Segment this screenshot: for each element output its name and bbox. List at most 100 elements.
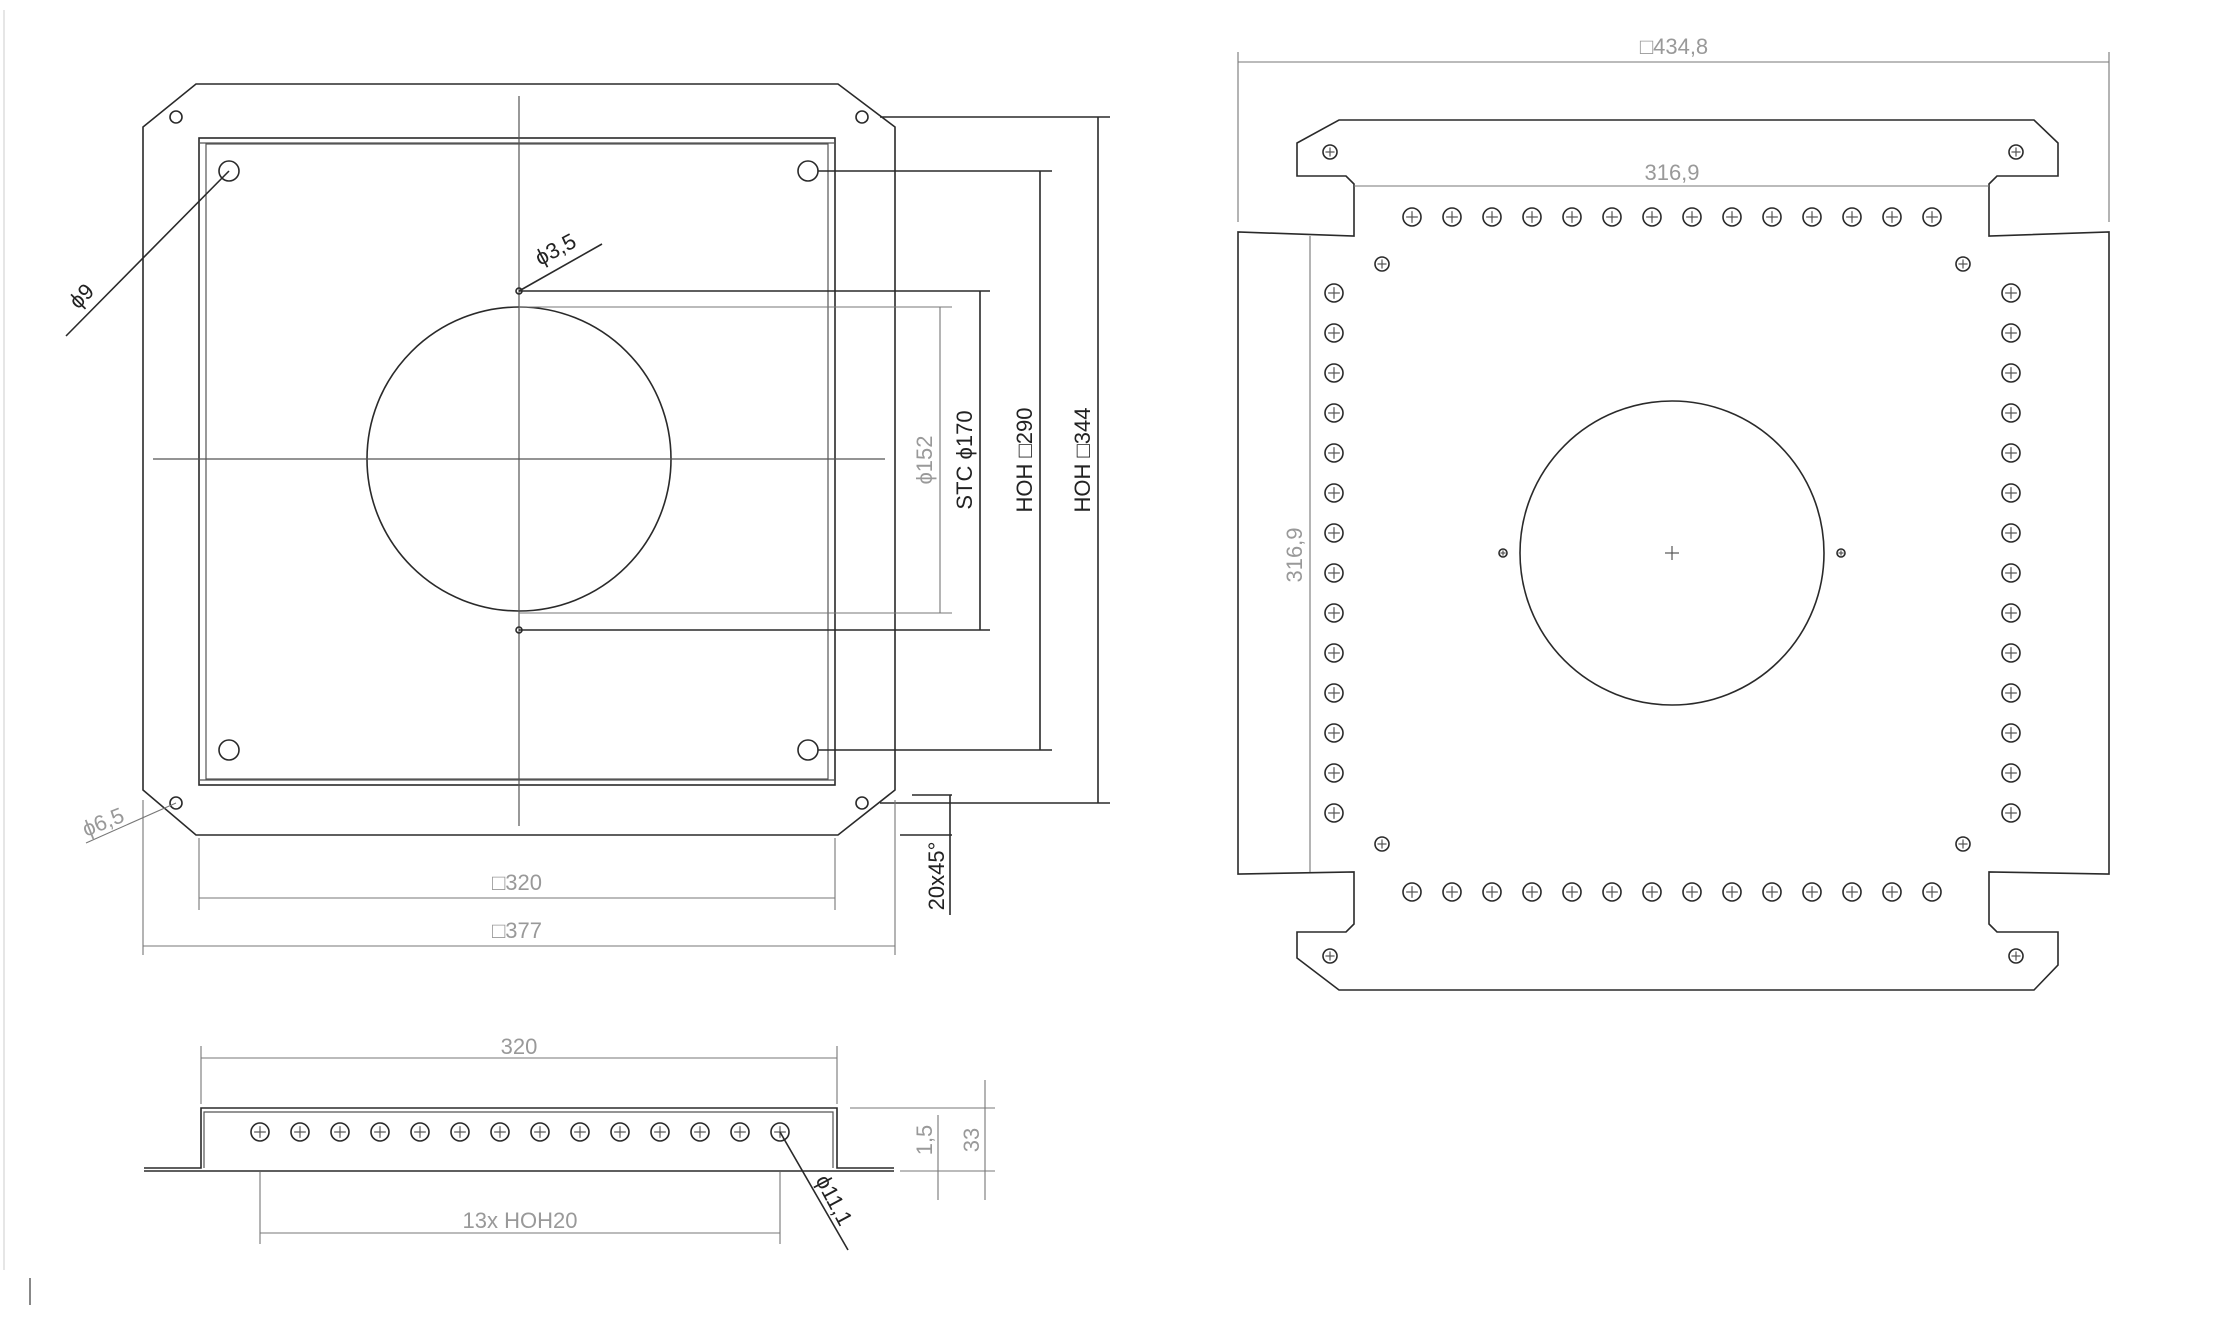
- chamfer-label: 20x45°: [924, 842, 949, 911]
- hoh344-label: HOH □344: [1070, 408, 1095, 513]
- flat-hole-right: [2001, 443, 2021, 463]
- flat-hole-top: [1882, 207, 1902, 227]
- side-hole: [370, 1122, 390, 1142]
- flat-hole-right: [2001, 803, 2021, 823]
- flat-hole-right: [2001, 523, 2021, 543]
- corner-hole-bl: [169, 796, 183, 810]
- flat-pattern-view: □434,8 316,9 316,9: [1237, 34, 2110, 991]
- side-hole-row: [250, 1122, 790, 1142]
- hoh20-label: 13x HOH20: [463, 1208, 578, 1233]
- side-profile-outer: [144, 1107, 894, 1169]
- flat-hole-bottom: [1882, 882, 1902, 902]
- side-hole: [490, 1122, 510, 1142]
- thickness-label: 1,5: [912, 1125, 937, 1156]
- flat-center-opening: [1519, 400, 1825, 706]
- flat-hole-top: [1402, 207, 1422, 227]
- flat-hole-top: [1482, 207, 1502, 227]
- mounting-hole-bl: [218, 739, 240, 761]
- flat-hole-right: [2001, 563, 2021, 583]
- flat-hole-top: [1602, 207, 1622, 227]
- flat-hole-left: [1324, 363, 1344, 383]
- flat-hole-left: [1324, 683, 1344, 703]
- flat-hole-right: [2001, 363, 2021, 383]
- front-outer-flange: [142, 83, 896, 836]
- inner-h-label: 316,9: [1644, 160, 1699, 185]
- mounting-hole-tl: [218, 160, 240, 182]
- flat-mounting-hole: [2008, 144, 2024, 160]
- corner-hole-br: [855, 796, 869, 810]
- flat-hole-left: [1324, 763, 1344, 783]
- flat-hole-top: [1682, 207, 1702, 227]
- side-hole: [530, 1122, 550, 1142]
- flat-hole-bottom: [1522, 882, 1542, 902]
- flat-center-cross: [1665, 546, 1679, 560]
- flat-hole-bottom: [1402, 882, 1422, 902]
- phi35-label: ϕ3,5: [531, 228, 581, 270]
- flat-hole-right: [2001, 323, 2021, 343]
- flat-hole-right: [2001, 403, 2021, 423]
- side-hole: [610, 1122, 630, 1142]
- flat-hole-bottom: [1602, 882, 1622, 902]
- front-inner-fold: [205, 143, 829, 780]
- flat-outline: [1237, 119, 2110, 991]
- phi65-leader: [85, 802, 177, 844]
- phi35-leader: [518, 243, 603, 292]
- flat-hole-left: [1324, 563, 1344, 583]
- flat-hole-left: [1324, 603, 1344, 623]
- flat-hole-top: [1762, 207, 1782, 227]
- hoh290-label: HOH □290: [1012, 408, 1037, 513]
- side-hole: [730, 1122, 750, 1142]
- flat-hole-top: [1802, 207, 1822, 227]
- side-hole: [410, 1122, 430, 1142]
- flat-hole-right: [2001, 723, 2021, 743]
- flat-hole-top: [1562, 207, 1582, 227]
- flat-hole-bottom: [1482, 882, 1502, 902]
- side-hole: [690, 1122, 710, 1142]
- flat-hole-bottom: [1802, 882, 1822, 902]
- hole11-leader: [779, 1131, 849, 1251]
- side-hole: [450, 1122, 470, 1142]
- side-hole: [330, 1122, 350, 1142]
- flat-hole-top: [1522, 207, 1542, 227]
- inner-v-label: 316,9: [1282, 527, 1307, 582]
- side-hole: [570, 1122, 590, 1142]
- mounting-hole-br: [797, 739, 819, 761]
- flat-hole-top: [1922, 207, 1942, 227]
- flat-hole-rows: [1322, 144, 2024, 964]
- flat-mounting-hole: [1955, 836, 1971, 852]
- flat-mounting-hole: [1322, 948, 1338, 964]
- flat-mounting-hole: [1374, 256, 1390, 272]
- flat-hole-left: [1324, 803, 1344, 823]
- flat-hole-bottom: [1682, 882, 1702, 902]
- d152-label: ϕ152: [912, 435, 937, 484]
- flat-hole-top: [1642, 207, 1662, 227]
- side-hole: [650, 1122, 670, 1142]
- flat-hole-left: [1324, 523, 1344, 543]
- stc170-label: STC ϕ170: [952, 410, 977, 509]
- side-length-label: 320: [501, 1034, 538, 1059]
- height-label: 33: [959, 1128, 984, 1152]
- flat-hole-right: [2001, 763, 2021, 783]
- flat-mounting-hole: [1374, 836, 1390, 852]
- side-hole: [290, 1122, 310, 1142]
- flat-small-hole: [1498, 548, 1508, 558]
- flat-hole-left: [1324, 443, 1344, 463]
- phi9-leader: [65, 170, 230, 337]
- corner-hole-tl: [169, 110, 183, 124]
- corner-hole-tr: [855, 110, 869, 124]
- flat-hole-left: [1324, 723, 1344, 743]
- side-view: 320 13x HOH20 1,5 33 ϕ11,1: [144, 1034, 995, 1251]
- flat-hole-bottom: [1442, 882, 1462, 902]
- side-hole: [250, 1122, 270, 1142]
- flat-mounting-hole: [1955, 256, 1971, 272]
- side-profile-inner: [203, 1111, 834, 1168]
- flat-hole-top: [1442, 207, 1462, 227]
- flat-hole-bottom: [1722, 882, 1742, 902]
- flat-hole-bottom: [1842, 882, 1862, 902]
- flat-hole-bottom: [1922, 882, 1942, 902]
- front-view: ϕ9 ϕ3,5 ϕ6,5 ϕ152 STC ϕ170 HOH □290 HOH …: [64, 83, 1110, 955]
- flat-hole-right: [2001, 283, 2021, 303]
- flat-hole-left: [1324, 483, 1344, 503]
- flat-small-hole: [1836, 548, 1846, 558]
